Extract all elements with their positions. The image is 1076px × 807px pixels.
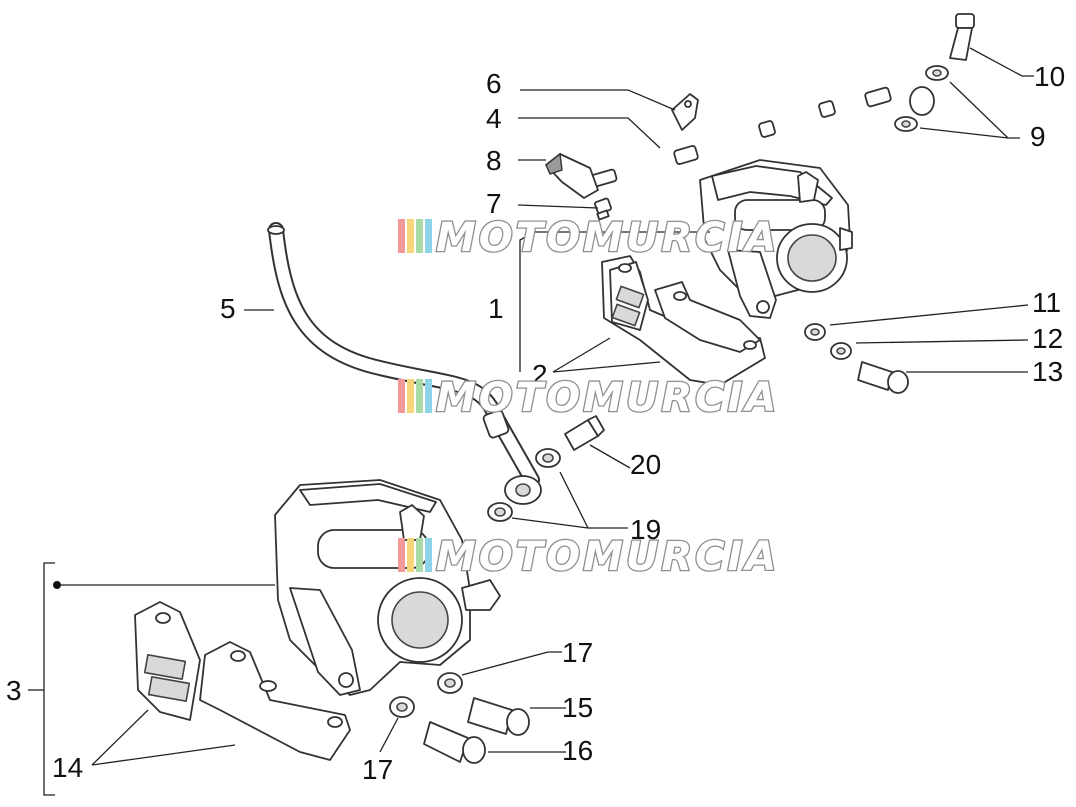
callout-8: 8 <box>486 145 502 176</box>
bolt-20 <box>564 415 605 451</box>
callout-10: 10 <box>1034 61 1065 92</box>
callout-17-lower: 17 <box>362 754 393 785</box>
washer-17-lower <box>389 696 415 718</box>
bolt-13 <box>857 361 909 394</box>
watermark-stripe <box>416 538 423 572</box>
callout-17-upper: 17 <box>562 637 593 668</box>
watermark-stripe <box>416 379 423 413</box>
watermark-stripe <box>398 379 405 413</box>
lower-brake-caliper <box>274 479 501 696</box>
washer-17-upper <box>437 672 463 694</box>
callout-11: 11 <box>1032 287 1061 318</box>
watermark-stripe <box>425 219 432 253</box>
callout-4: 4 <box>486 103 502 134</box>
leader-lines <box>28 47 1034 796</box>
hose-guide-8 <box>545 152 599 199</box>
watermark-middle: MOTOMURCIA <box>398 374 779 422</box>
hose-clip-6 <box>671 93 699 131</box>
callout-13: 13 <box>1032 356 1063 387</box>
watermark-bottom: MOTOMURCIA <box>398 533 779 581</box>
watermark-text: MOTOMURCIA <box>436 375 779 421</box>
callout-5: 5 <box>220 293 236 324</box>
watermark-stripe <box>407 379 414 413</box>
callout-7: 7 <box>486 188 502 219</box>
callout-labels: 1 2 3 4 5 6 7 8 9 10 11 12 13 14 15 16 1… <box>6 61 1065 785</box>
washers-19 <box>487 448 561 522</box>
banjo-bolt-10 <box>949 13 975 61</box>
upper-brake-pads <box>601 255 766 386</box>
watermark-stripe <box>425 379 432 413</box>
watermark-text: MOTOMURCIA <box>436 215 779 261</box>
watermark-stripe <box>398 219 405 253</box>
bleeder-screw-7 <box>594 197 612 221</box>
callout-12: 12 <box>1032 323 1063 354</box>
callout-1: 1 <box>488 293 504 324</box>
callout-9: 9 <box>1030 121 1046 152</box>
group-marker-dot <box>53 581 61 589</box>
bolt-16 <box>423 721 486 764</box>
watermark-stripe <box>425 538 432 572</box>
lower-brake-pads <box>134 601 351 761</box>
callout-15: 15 <box>562 692 593 723</box>
upper-brake-caliper <box>699 159 853 319</box>
washer-12 <box>830 342 852 360</box>
copper-washers-9 <box>894 65 949 132</box>
callout-6: 6 <box>486 68 502 99</box>
callout-14: 14 <box>52 752 83 783</box>
callout-16: 16 <box>562 735 593 766</box>
brake-hose-5 <box>267 222 542 505</box>
upper-brake-line <box>590 86 935 188</box>
watermark-stripe <box>398 538 405 572</box>
watermark-stripe <box>416 219 423 253</box>
callout-19: 19 <box>630 514 661 545</box>
callout-3: 3 <box>6 675 22 706</box>
callout-20: 20 <box>630 449 661 480</box>
watermark-top: MOTOMURCIA <box>398 214 779 262</box>
watermark-text: MOTOMURCIA <box>436 534 779 580</box>
watermark-stripe <box>407 538 414 572</box>
callout-2: 2 <box>532 359 548 390</box>
watermark-stripe <box>407 219 414 253</box>
bolt-15 <box>467 697 530 736</box>
washer-11 <box>804 323 826 341</box>
